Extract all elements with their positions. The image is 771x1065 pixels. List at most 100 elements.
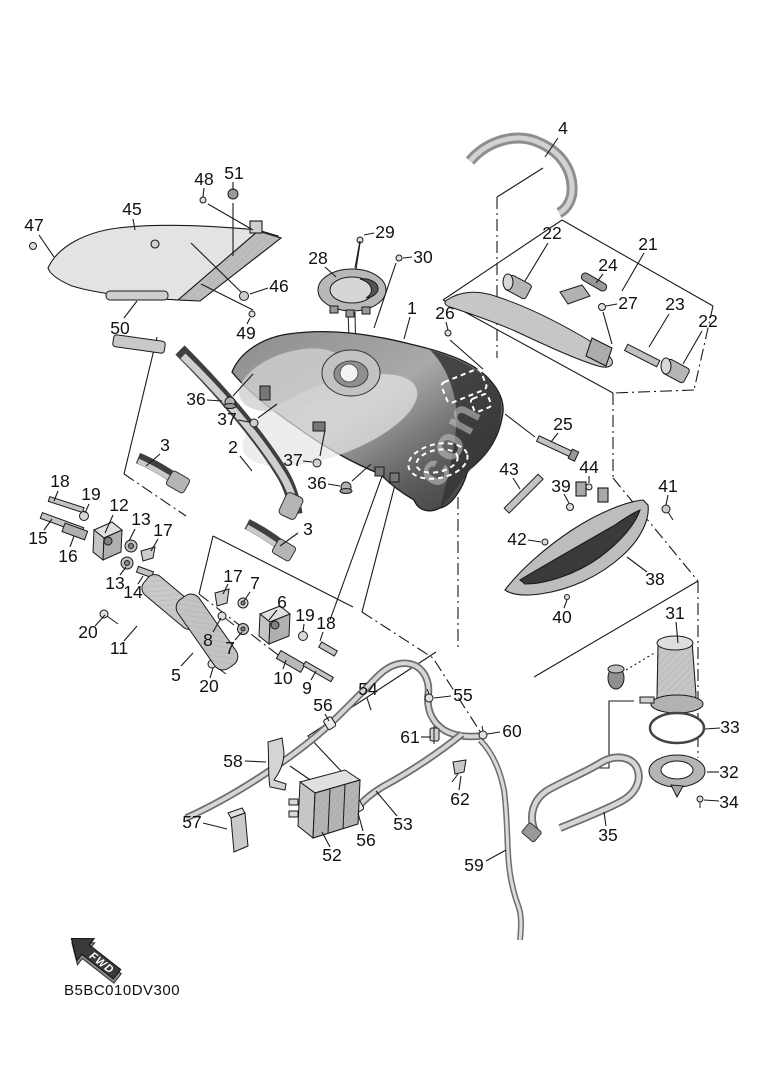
leader-line-19 (84, 503, 90, 514)
callout-7-7: 7 (250, 573, 260, 593)
callout-59-69: 59 (464, 855, 483, 875)
callout-19-23: 19 (81, 484, 100, 504)
leader-line-46 (249, 287, 269, 295)
callout-39-48: 39 (551, 476, 570, 496)
clamp-62 (451, 759, 467, 783)
callout-31-38: 31 (665, 603, 684, 623)
clamp-60 (478, 725, 488, 740)
part-side-cover-38 (504, 481, 649, 596)
callout-48-57: 48 (194, 169, 213, 189)
nut-7b (237, 623, 249, 635)
callout-15-17: 15 (28, 528, 47, 548)
leader-line-62 (458, 775, 462, 791)
washer-19b (298, 631, 308, 641)
callout-19-24: 19 (295, 605, 314, 625)
part-canister-52 (288, 769, 362, 840)
callout-1-0: 1 (407, 298, 417, 318)
part-fuel-hose-35 (521, 753, 643, 843)
callout-62-72: 62 (450, 789, 469, 809)
leader-line-31 (675, 621, 679, 644)
callout-49-58: 49 (236, 323, 255, 343)
leader-line-48 (202, 187, 205, 198)
leader-line-14 (137, 575, 144, 585)
clamp-55 (424, 688, 434, 703)
leader-line-3 (145, 453, 161, 467)
callout-37-46: 37 (283, 450, 302, 470)
callout-36-43: 36 (186, 389, 205, 409)
callout-21-27: 21 (638, 234, 657, 254)
part-tank-strap-4 (465, 132, 578, 218)
bolt-37a (249, 418, 259, 428)
leader-line-37 (302, 460, 313, 463)
callout-42-51: 42 (507, 529, 526, 549)
callout-22-28: 22 (542, 223, 561, 243)
callout-18-21: 18 (50, 471, 69, 491)
part-fuel-tank-1: con (231, 330, 504, 512)
leader-line-13 (119, 566, 127, 576)
leader-line-41 (665, 494, 669, 506)
leader-line-20 (94, 614, 106, 627)
callout-51-60: 51 (224, 163, 243, 183)
leader-line-8 (212, 617, 222, 633)
callout-53-62: 53 (393, 814, 412, 834)
callout-26-33: 26 (435, 303, 454, 323)
callout-41-50: 41 (658, 476, 677, 496)
callout-57-67: 57 (182, 812, 201, 832)
nut-13a (124, 539, 138, 553)
leader-line-38 (626, 556, 648, 573)
callout-56-66: 56 (356, 830, 375, 850)
leader-line-59 (485, 849, 507, 862)
callout-45-54: 45 (122, 199, 141, 219)
leader-line-12 (104, 514, 114, 534)
callout-18-22: 18 (316, 613, 335, 633)
callout-32-39: 32 (719, 762, 738, 782)
part-oring-33 (648, 711, 706, 745)
part-damper-3-upper (135, 452, 191, 494)
leader-line-29 (363, 232, 375, 236)
callout-55-64: 55 (453, 685, 472, 705)
bushing-22-right (660, 357, 690, 384)
callout-28-35: 28 (308, 248, 327, 268)
leader-line-25 (550, 432, 559, 443)
screw-26-icon (444, 329, 452, 337)
callout-12-13: 12 (109, 495, 128, 515)
leader-line-3 (279, 532, 299, 547)
leader-line-33 (704, 727, 721, 730)
callout-9-10: 9 (302, 678, 312, 698)
leader-line-34 (703, 799, 720, 802)
callout-13-14: 13 (131, 509, 150, 529)
bolt-18b (318, 641, 338, 657)
leader-line-27 (605, 303, 618, 307)
part-fuel-pump-31 (607, 635, 704, 714)
leader-line-30 (373, 262, 397, 329)
screw-27-icon (598, 303, 606, 311)
leader-line-52 (321, 831, 331, 848)
screw-34-icon (696, 795, 704, 808)
leader-line-26 (449, 339, 484, 370)
washer-19a (79, 511, 89, 521)
callout-4-4: 4 (558, 118, 568, 138)
nut-36b (339, 481, 353, 494)
block-6 (258, 605, 291, 646)
collar-16 (61, 522, 89, 541)
callout-30-37: 30 (413, 247, 433, 267)
bolt-25 (535, 435, 580, 462)
leader-line-37 (237, 419, 250, 423)
leader-line-7 (243, 591, 251, 602)
part-damper-strip-small (112, 334, 166, 354)
callout-60-70: 60 (502, 721, 522, 741)
leader-line-18 (53, 490, 59, 502)
fastener-group-left (39, 495, 227, 675)
callout-10-11: 10 (273, 668, 293, 688)
part-side-cover-45 (47, 220, 283, 302)
block-12 (92, 521, 123, 562)
leader-line-36 (232, 373, 254, 397)
leader-line-49 (246, 317, 251, 325)
leader-line-57 (202, 822, 228, 830)
leader-line-26 (445, 321, 449, 331)
right-fasteners (503, 435, 674, 600)
leader-line-45 (132, 218, 136, 231)
part-damper-3-lower (244, 519, 297, 562)
bolt-18a (47, 495, 85, 514)
